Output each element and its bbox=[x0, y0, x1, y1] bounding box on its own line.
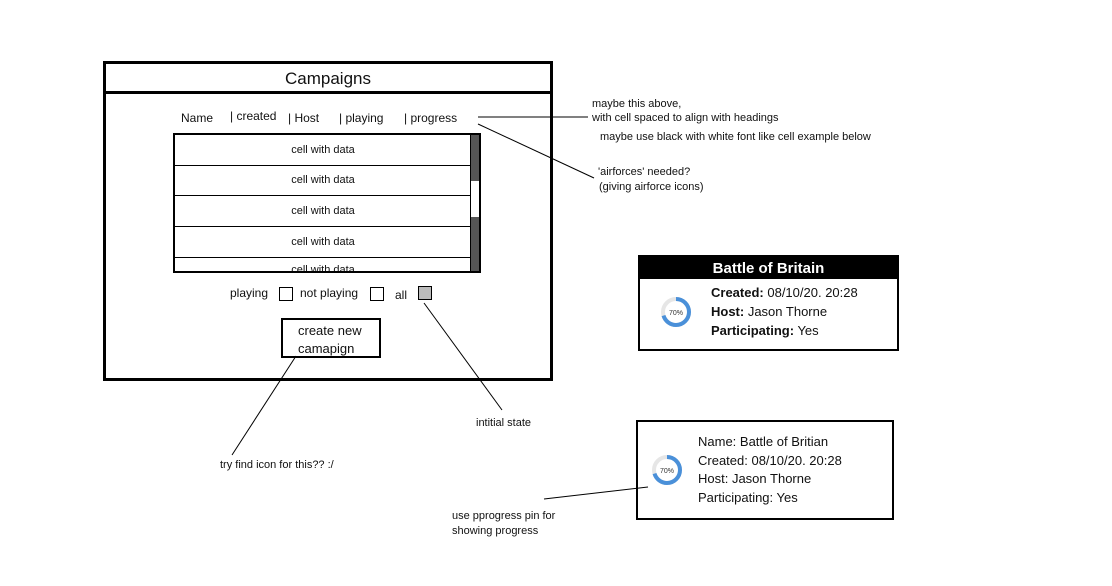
header-progress[interactable]: | progress bbox=[404, 111, 458, 125]
list-item[interactable]: cell with data bbox=[175, 165, 471, 196]
progress-ring-icon: 70% bbox=[652, 455, 682, 485]
header-host[interactable]: | Host bbox=[288, 111, 320, 125]
list-item[interactable]: cell with data bbox=[175, 227, 471, 258]
create-button-line1: create new bbox=[298, 323, 362, 338]
list-item[interactable]: cell with data bbox=[175, 135, 471, 166]
playing-filter-label: playing bbox=[230, 286, 269, 300]
created-value: 08/10/20. 20:28 bbox=[763, 285, 858, 300]
participating-line: Participating: Yes bbox=[711, 323, 819, 338]
scroll-track-lower[interactable] bbox=[471, 217, 479, 271]
all-filter-label: all bbox=[395, 288, 408, 302]
campaign-card-plain[interactable]: 70% Name: Battle of Britian Created: 08/… bbox=[636, 420, 894, 520]
header-created[interactable]: | created bbox=[230, 109, 277, 123]
note-progress-2: showing progress bbox=[452, 525, 539, 537]
note-icon: try find icon for this?? :/ bbox=[220, 459, 334, 471]
all-checkbox[interactable] bbox=[418, 286, 432, 300]
host-key: Host: bbox=[711, 304, 745, 319]
note-heading-3: maybe use black with white font like cel… bbox=[600, 131, 871, 143]
note-airforce-2: (giving airforce icons) bbox=[599, 181, 704, 193]
card-host: Host: Jason Thorne bbox=[698, 471, 812, 486]
card-title: Battle of Britain bbox=[640, 257, 897, 279]
playing-checkbox[interactable] bbox=[279, 287, 293, 301]
note-progress-1: use pprogress pin for bbox=[452, 510, 556, 522]
card-participating: Participating: Yes bbox=[698, 490, 798, 505]
created-line: Created: 08/10/20. 20:28 bbox=[711, 285, 858, 300]
host-value: Jason Thorne bbox=[744, 304, 828, 319]
campaign-card-dark[interactable]: Battle of Britain 70% Created: 08/10/20.… bbox=[638, 255, 899, 351]
list-item[interactable]: cell with data bbox=[175, 196, 471, 227]
list-scrollbar[interactable] bbox=[470, 135, 479, 271]
list-item[interactable]: cell with data bbox=[175, 258, 471, 271]
campaigns-window: Campaigns Name | created | Host | playin… bbox=[103, 61, 553, 381]
note-heading-2: with cell spaced to align with headings bbox=[592, 112, 779, 124]
progress-label: 70% bbox=[660, 468, 674, 475]
progress-ring-icon: 70% bbox=[661, 297, 691, 327]
create-campaign-button[interactable]: create new camapign bbox=[281, 318, 381, 358]
header-name[interactable]: Name bbox=[181, 111, 214, 125]
participating-key: Participating: bbox=[711, 323, 795, 338]
progress-label: 70% bbox=[669, 310, 683, 317]
not-playing-checkbox[interactable] bbox=[370, 287, 384, 301]
campaign-list: cell with data cell with data cell with … bbox=[173, 133, 481, 273]
note-airforce-1: 'airforces' needed? bbox=[598, 166, 691, 178]
note-initial-state: intitial state bbox=[476, 417, 532, 429]
participating-value: Yes bbox=[794, 323, 819, 338]
host-line: Host: Jason Thorne bbox=[711, 304, 827, 319]
window-title: Campaigns bbox=[106, 64, 550, 94]
created-key: Created: bbox=[711, 285, 764, 300]
scroll-thumb[interactable] bbox=[471, 135, 479, 181]
card-created: Created: 08/10/20. 20:28 bbox=[698, 453, 842, 468]
not-playing-filter-label: not playing bbox=[300, 286, 359, 300]
create-button-line2: camapign bbox=[298, 341, 355, 356]
note-heading-1: maybe this above, bbox=[592, 98, 682, 110]
header-playing[interactable]: | playing bbox=[339, 111, 384, 125]
card-name: Name: Battle of Britian bbox=[698, 434, 829, 449]
